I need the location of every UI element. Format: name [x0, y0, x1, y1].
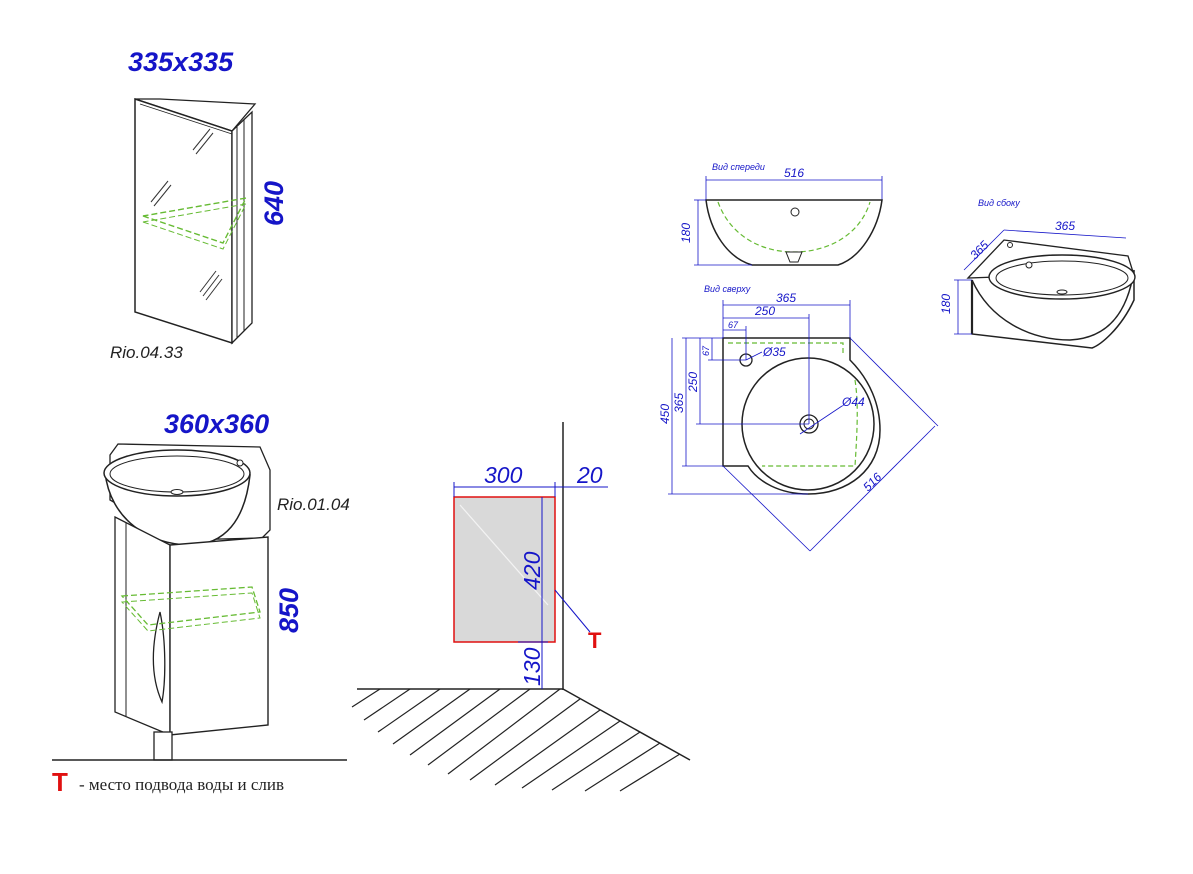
vanity-height-label: 850	[274, 588, 304, 633]
front-view-basin	[705, 199, 883, 266]
vanity-leg	[153, 731, 173, 761]
top-view-tap-offset-x-label: 67	[728, 320, 739, 330]
vanity-front-door	[169, 536, 269, 736]
installation-height-label: 420	[519, 551, 545, 590]
top-view-caption: Вид сверху	[704, 284, 751, 294]
vanity-unit: 360x360 Rio.01.04 850	[52, 409, 350, 761]
door-handle	[152, 611, 166, 705]
front-view-height-label: 180	[679, 223, 693, 243]
front-view-tap-hole	[790, 207, 800, 217]
top-view-tap-offset-y-label: 67	[701, 345, 711, 356]
top-view-inner-width-label: 250	[754, 304, 775, 318]
floor-hatching	[351, 688, 681, 792]
installation-floor-label: 130	[519, 647, 545, 686]
top-view-depth-label: 365	[672, 393, 686, 413]
front-view-width-label: 516	[784, 166, 804, 180]
front-view-caption: Вид спереди	[712, 162, 765, 172]
cabinet-model-label: Rio.04.33	[110, 343, 183, 362]
basin-drain	[170, 489, 184, 495]
front-view: Вид спереди 516 180	[679, 162, 883, 266]
installation-offset-label: 20	[576, 462, 603, 488]
side-view-caption: Вид сбоку	[978, 198, 1020, 208]
mirror-cabinet: 335x335 640 Rio.04.33	[110, 47, 289, 362]
top-view-width-label: 365	[776, 291, 796, 305]
cabinet-front-face	[134, 97, 233, 345]
legend-text: - место подвода воды и слив	[79, 775, 284, 794]
installation-width-label: 300	[484, 462, 523, 488]
tap-hole	[236, 459, 244, 467]
side-view: Вид сбоку 365 365 180	[939, 198, 1136, 349]
floor-corner-edge	[562, 688, 691, 761]
top-view-drain-hole-label: Ø44	[841, 395, 865, 409]
side-view-width-label: 365	[1055, 219, 1075, 233]
side-view-height-label: 180	[939, 294, 953, 314]
mirror-reflection-marks	[150, 128, 223, 301]
legend: Т - место подвода воды и слив	[52, 767, 284, 797]
legend-marker: Т	[52, 767, 68, 797]
cabinet-height-label: 640	[259, 181, 289, 226]
top-view: Вид сверху 365 250 67 67 Ø35 Ø44	[658, 284, 939, 552]
top-view-inner-depth-label: 250	[686, 372, 700, 393]
vanity-shelf	[120, 586, 261, 626]
cabinet-shelf	[142, 197, 248, 244]
top-view-tap-hole-label: Ø35	[762, 345, 786, 359]
installation-marker: Т	[588, 628, 602, 653]
top-view-overall-depth-label: 450	[658, 404, 672, 424]
side-view-basin	[971, 269, 1135, 349]
installation-panel	[453, 496, 556, 643]
front-view-drain	[785, 251, 803, 263]
vanity-size-label: 360x360	[164, 409, 269, 439]
cabinet-size-label: 335x335	[128, 47, 234, 77]
vanity-model-label: Rio.01.04	[277, 495, 350, 514]
installation-diagram: 300 20 420 130 Т	[351, 422, 691, 792]
cabinet-side-panel	[231, 110, 253, 345]
